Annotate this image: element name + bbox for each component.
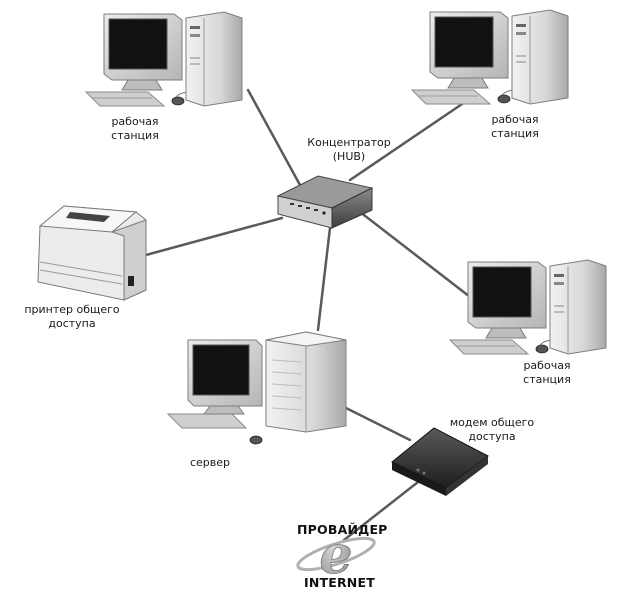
workstation-top-left-label: рабочая станция — [100, 115, 170, 143]
link-modem-internet — [342, 480, 420, 542]
label-line-2: (HUB) — [332, 150, 366, 163]
label-line-2: станция — [491, 127, 539, 140]
workstation-top-right — [411, 9, 569, 105]
label-line-1: рабочая — [491, 113, 539, 126]
server-monitor-icon — [166, 339, 263, 445]
laser-printer-icon — [37, 205, 147, 301]
label-line-1: рабочая — [523, 359, 571, 372]
workstation-right — [449, 259, 607, 355]
hub-device — [276, 175, 374, 229]
server-device — [166, 331, 347, 445]
modem-device — [391, 427, 489, 496]
label-line-1: рабочая — [111, 115, 159, 128]
server-tower-icon — [265, 331, 347, 433]
desktop-computer-icon — [85, 11, 243, 107]
label-line-1: сервер — [189, 456, 231, 469]
desktop-computer-icon — [449, 259, 607, 355]
label-line-1: Концентратор — [307, 136, 391, 149]
hub-label: Концентратор (HUB) — [296, 136, 402, 164]
link-hub-server — [316, 226, 332, 332]
link-hub-workstation-right — [358, 210, 476, 302]
link-hub-workstation-top-right — [348, 98, 470, 182]
label-line-2: доступа — [468, 430, 516, 443]
label-line-2: станция — [523, 373, 571, 386]
printer-label: принтер общего доступа — [14, 303, 130, 331]
logo-letter: e — [319, 525, 352, 586]
server-label: сервер — [180, 456, 240, 470]
label-line-2: станция — [111, 129, 159, 142]
printer-device — [37, 205, 147, 301]
link-hub-workstation-top-left — [246, 88, 302, 187]
workstation-top-right-label: рабочая станция — [480, 113, 550, 141]
label-line-2: доступа — [48, 317, 96, 330]
internet-explorer-logo-icon: e — [296, 525, 376, 586]
desktop-computer-icon — [411, 9, 569, 105]
label-line-1: принтер общего — [24, 303, 120, 316]
modem-label: модем общего доступа — [440, 416, 544, 444]
internet-label: INTERNET — [304, 575, 375, 590]
network-links — [144, 88, 476, 542]
link-hub-printer — [144, 216, 284, 257]
workstation-top-left — [85, 11, 243, 107]
modem-icon — [391, 427, 489, 496]
label-line-1: модем общего — [449, 416, 535, 429]
internet-logo: e — [296, 525, 376, 586]
provider-label: ПРОВАЙДЕР — [297, 522, 388, 537]
network-hub-icon — [276, 175, 374, 229]
link-server-modem — [344, 406, 412, 442]
workstation-right-label: рабочая станция — [512, 359, 582, 387]
